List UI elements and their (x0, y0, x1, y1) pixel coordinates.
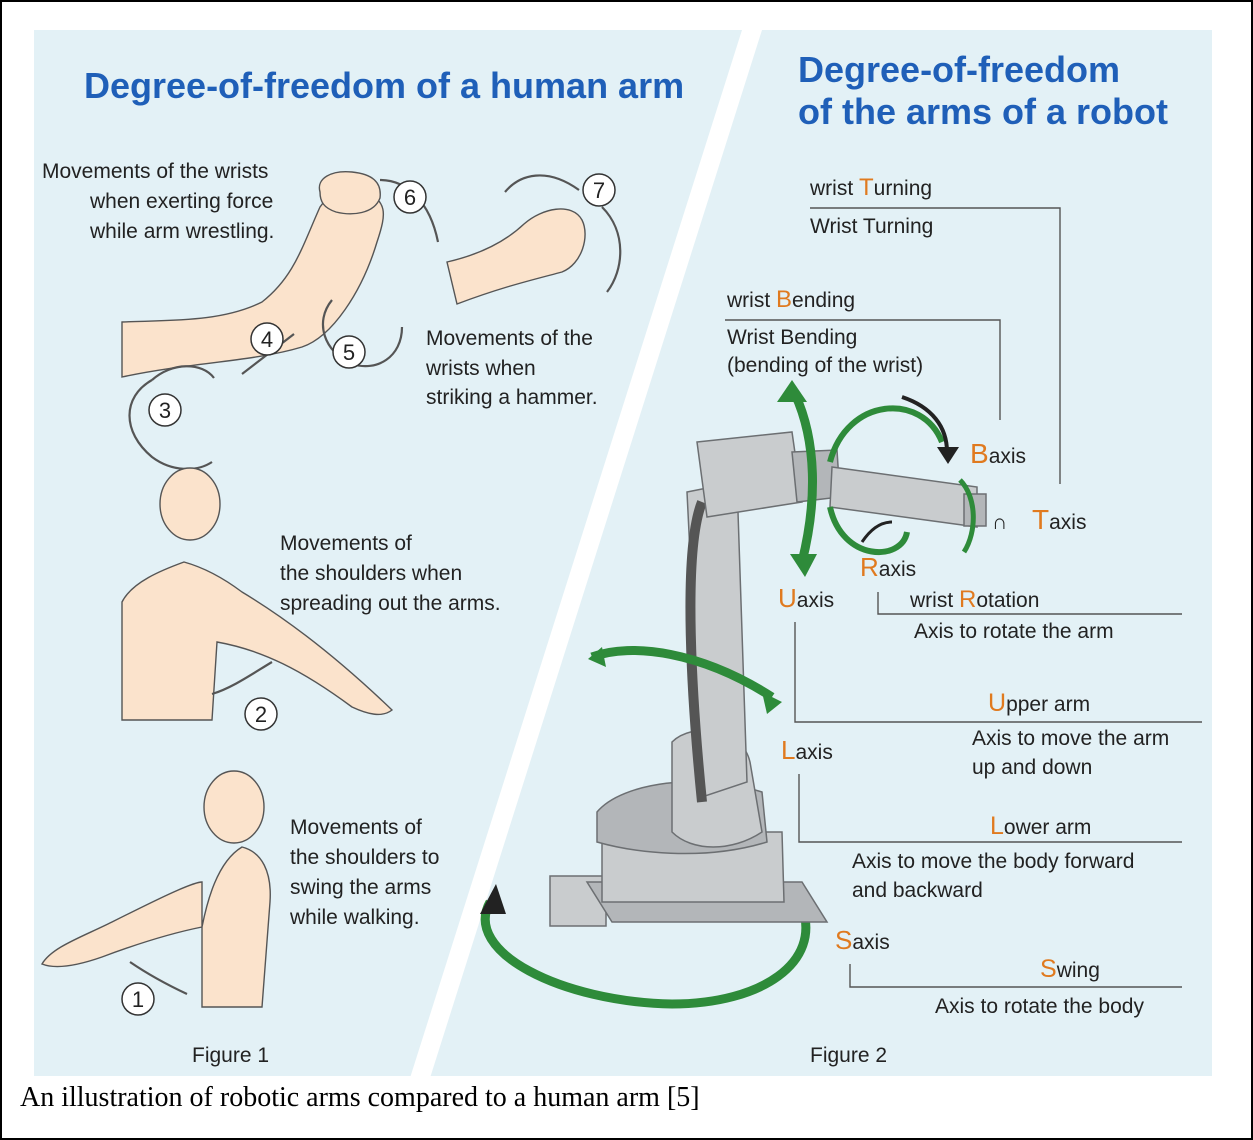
svg-text:wrist Rotation: wrist Rotation (909, 586, 1039, 613)
svg-text:Movements of: Movements of (280, 532, 412, 555)
figure-1-label: Figure 1 (192, 1044, 269, 1067)
svg-text:the shoulders to: the shoulders to (290, 846, 439, 869)
svg-text:Axis to rotate the body: Axis to rotate the body (935, 995, 1144, 1018)
svg-text:when exerting force: when exerting force (89, 190, 273, 213)
marker-4: 4 (251, 323, 283, 355)
svg-text:5: 5 (343, 340, 355, 365)
svg-text:Swing: Swing (1040, 955, 1100, 983)
svg-text:7: 7 (593, 178, 605, 203)
svg-text:Movements of: Movements of (290, 816, 422, 839)
svg-text:Axis to move the arm: Axis to move the arm (972, 727, 1169, 750)
marker-5: 5 (333, 336, 365, 368)
svg-text:∩: ∩ (992, 511, 1007, 534)
marker-6: 6 (394, 181, 426, 213)
svg-text:wrist Turning: wrist Turning (809, 174, 932, 201)
left-panel-title: Degree-of-freedom of a human arm (84, 65, 684, 106)
svg-text:1: 1 (132, 987, 144, 1012)
svg-text:up and down: up and down (972, 756, 1092, 779)
svg-text:the shoulders when: the shoulders when (280, 562, 462, 585)
figure-caption: An illustration of robotic arms compared… (20, 1082, 700, 1114)
marker-3: 3 (149, 394, 181, 426)
svg-text:while arm wrestling.: while arm wrestling. (89, 220, 274, 243)
marker-1: 1 (122, 983, 154, 1015)
svg-text:Axis to rotate the arm: Axis to rotate the arm (914, 620, 1114, 643)
dof-illustration: Degree-of-freedom of a human arm Movemen… (2, 2, 1251, 1078)
marker-2: 2 (245, 698, 277, 730)
svg-text:Axis to move the body forward: Axis to move the body forward (852, 850, 1134, 873)
figure-2-label: Figure 2 (810, 1044, 887, 1067)
svg-text:Degree-of-freedom: Degree-of-freedom (798, 49, 1120, 90)
right-panel-title: Degree-of-freedom of the arms of a robot (798, 49, 1168, 132)
marker-7: 7 (583, 174, 615, 206)
svg-text:Upper arm: Upper arm (988, 689, 1090, 717)
svg-text:swing the arms: swing the arms (290, 876, 431, 899)
svg-text:Lower arm: Lower arm (990, 812, 1091, 840)
svg-text:Movements of the wrists: Movements of the wrists (42, 160, 268, 183)
svg-text:spreading out the arms.: spreading out the arms. (280, 592, 501, 615)
svg-text:3: 3 (159, 398, 171, 423)
svg-text:striking a hammer.: striking a hammer. (426, 386, 598, 409)
svg-text:wrist Bending: wrist Bending (726, 286, 855, 313)
svg-text:Wrist Turning: Wrist Turning (810, 215, 933, 238)
svg-text:(bending of the wrist): (bending of the wrist) (727, 354, 923, 377)
svg-text:and backward: and backward (852, 879, 983, 902)
svg-text:of the arms of a robot: of the arms of a robot (798, 91, 1168, 132)
svg-text:Movements of the: Movements of the (426, 327, 593, 350)
svg-text:2: 2 (255, 702, 267, 727)
svg-text:6: 6 (404, 185, 416, 210)
svg-text:Wrist Bending: Wrist Bending (727, 326, 857, 349)
svg-text:4: 4 (261, 327, 273, 352)
svg-text:while walking.: while walking. (289, 906, 420, 929)
svg-text:wrists when: wrists when (425, 357, 536, 380)
